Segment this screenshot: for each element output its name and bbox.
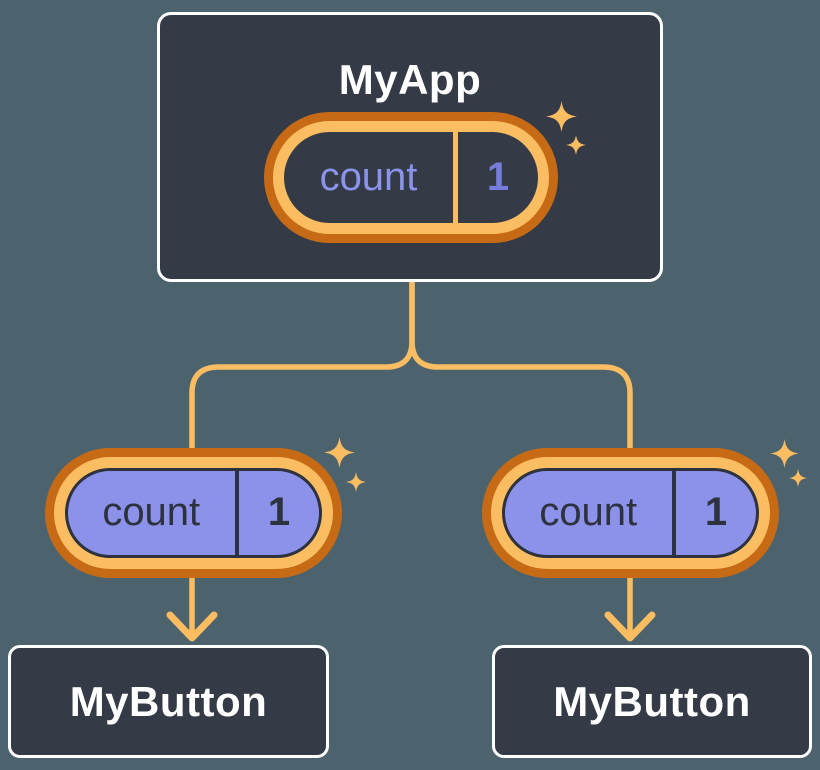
child-component-title: MyButton xyxy=(553,677,751,725)
child-component-title: MyButton xyxy=(69,677,268,725)
child-component-card-right: MyButton xyxy=(492,645,812,758)
prop-label: count xyxy=(539,490,638,534)
sparkle-icon xyxy=(346,472,366,492)
prop-value: 1 xyxy=(267,490,291,534)
pill-divider xyxy=(671,471,676,555)
prop-pill-right: count 1 xyxy=(482,448,779,578)
pill-divider xyxy=(453,132,458,223)
state-pill-body: count 1 xyxy=(284,132,538,223)
arrow-down-icon xyxy=(604,611,656,642)
sparkle-icon xyxy=(770,439,799,468)
state-pill: count 1 xyxy=(264,112,558,243)
sparkle-icon xyxy=(789,469,807,487)
prop-pill-body: count 1 xyxy=(502,468,759,558)
sparkle-icon xyxy=(324,437,355,468)
child-component-card-left: MyButton xyxy=(8,645,329,758)
root-component-title: MyApp xyxy=(338,56,482,103)
state-pill-ring: count 1 xyxy=(273,121,549,234)
prop-value: 1 xyxy=(704,490,728,534)
prop-pill-body: count 1 xyxy=(65,468,322,558)
prop-label: count xyxy=(102,490,201,534)
arrow-down-icon xyxy=(166,611,218,642)
state-label: count xyxy=(319,154,418,199)
prop-pill-left: count 1 xyxy=(45,448,342,578)
prop-pill-ring: count 1 xyxy=(491,457,770,569)
prop-pill-ring: count 1 xyxy=(54,457,333,569)
state-value: 1 xyxy=(486,154,510,199)
